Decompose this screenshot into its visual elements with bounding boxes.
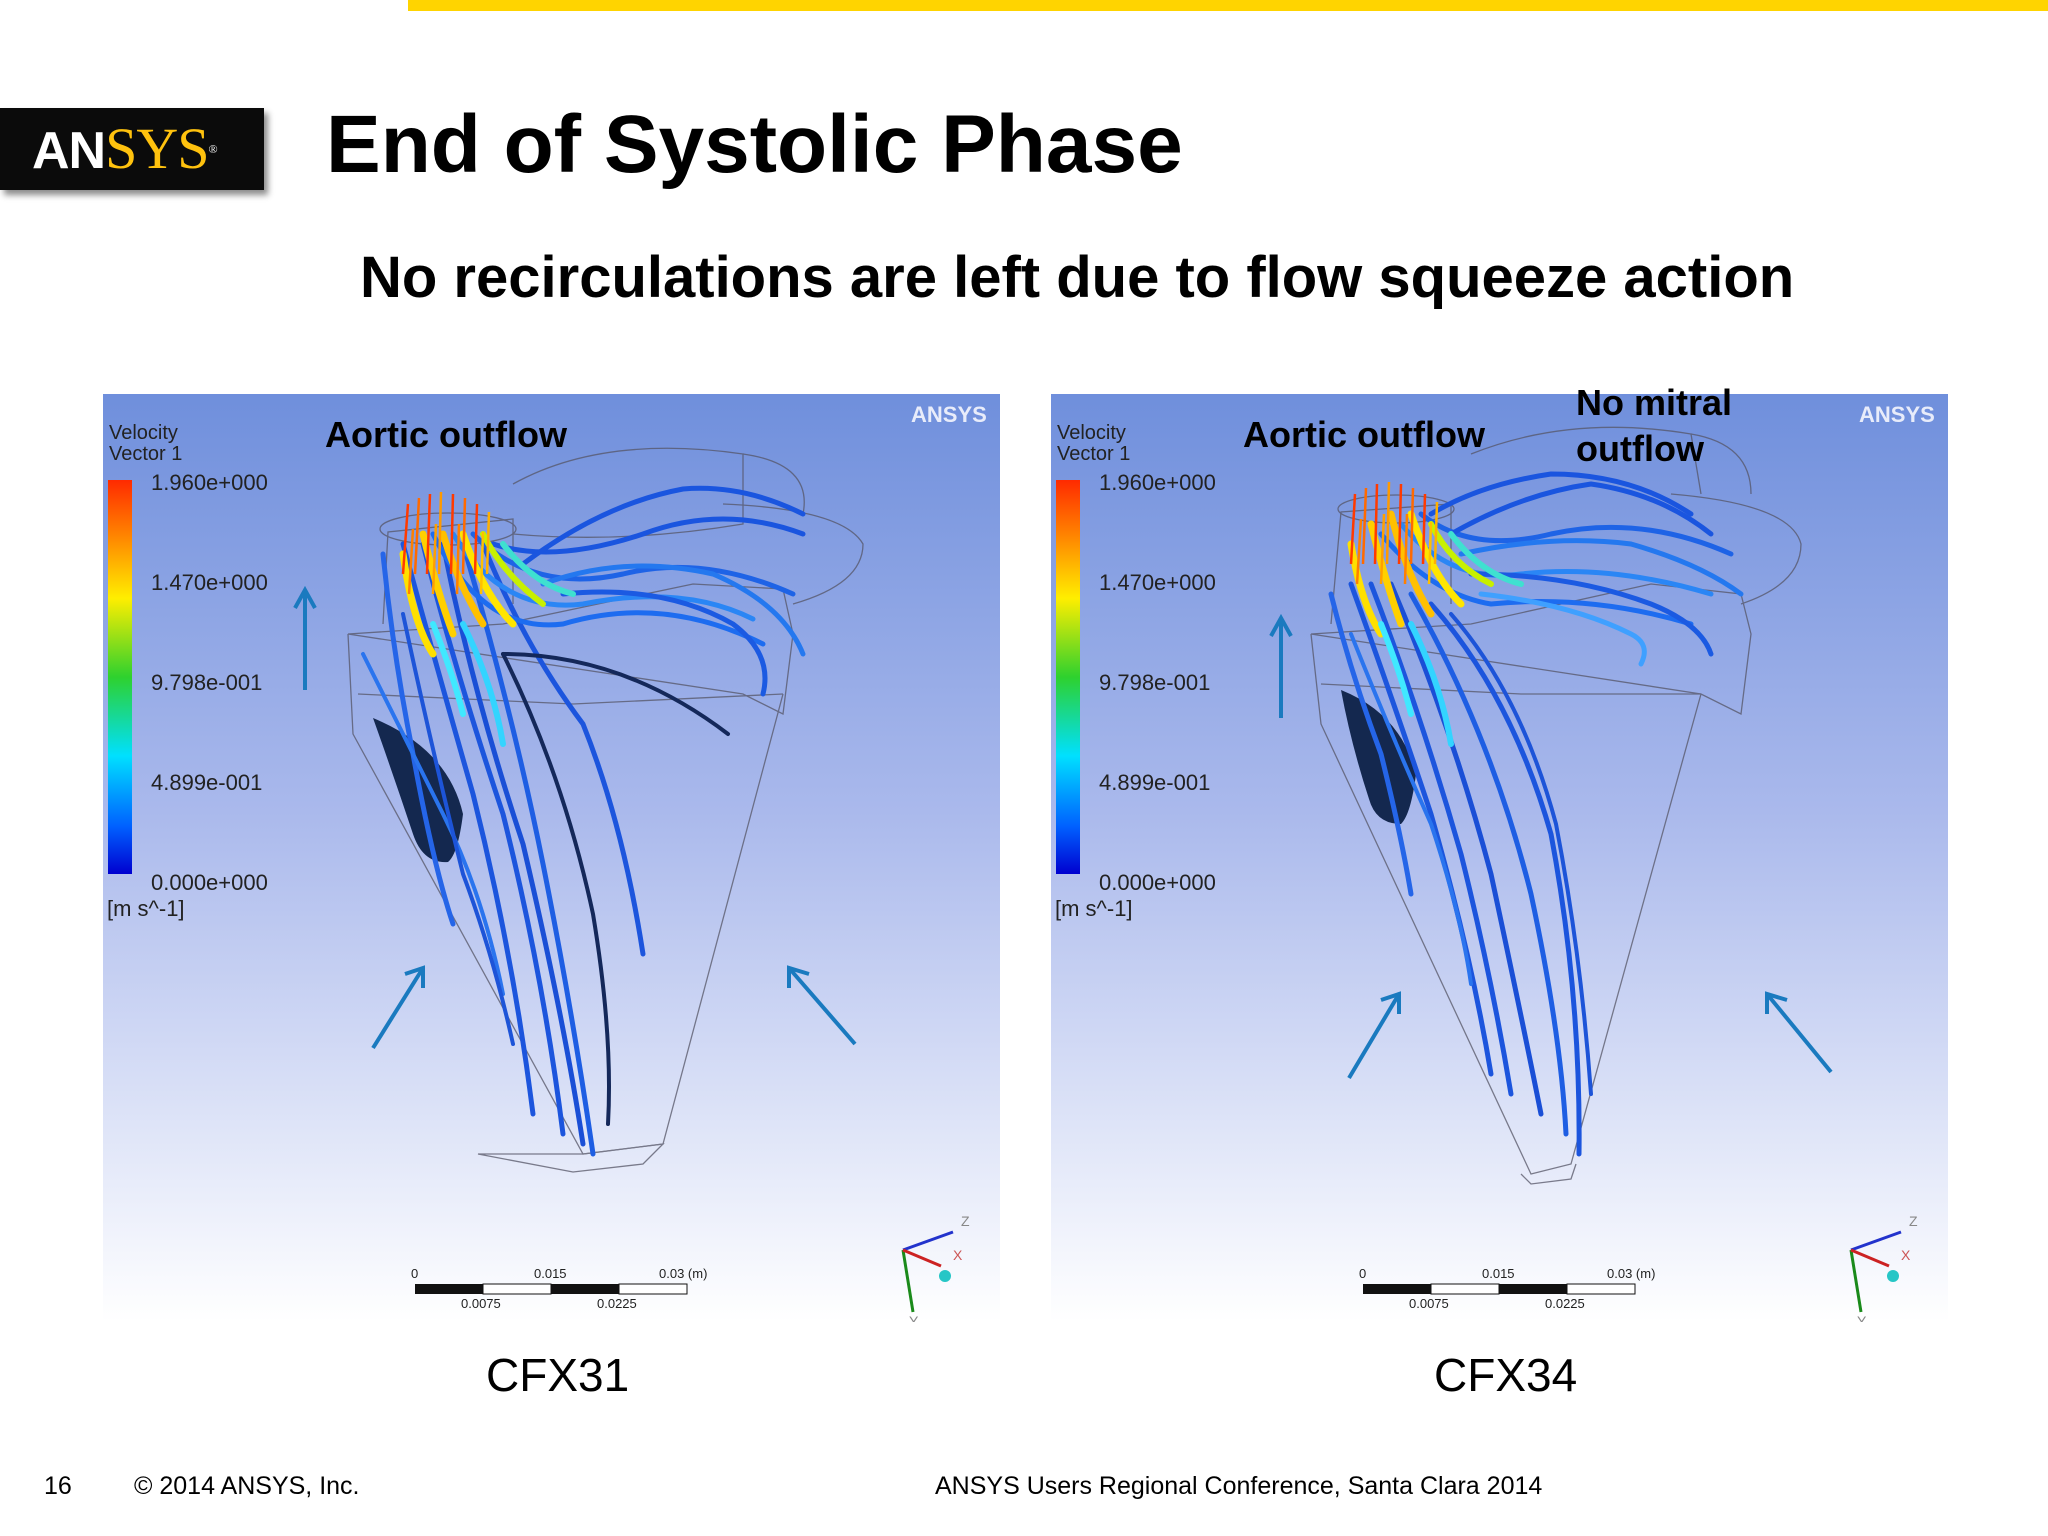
slide-title: End of Systolic Phase xyxy=(326,99,1183,190)
footer-conference: ANSYS Users Regional Conference, Santa C… xyxy=(935,1472,1543,1500)
axis-label-y: Y xyxy=(909,1313,919,1322)
scale-label: 0 xyxy=(411,1266,418,1281)
legend-tick: 1.960e+000 xyxy=(151,470,268,495)
ansys-logo: ANSYS® xyxy=(0,108,264,190)
plot-background xyxy=(1051,394,1948,1322)
velocity-vectors xyxy=(1349,481,1439,585)
streamlines xyxy=(1328,471,1744,1157)
legend-tick: 4.899e-001 xyxy=(1099,770,1210,795)
scale-label: 0.015 xyxy=(534,1266,567,1281)
logo-sys: SYS xyxy=(105,116,209,181)
annotation-no-mitral-outflow: No mitral outflow xyxy=(1576,380,1732,472)
axis-label-z: Z xyxy=(961,1213,970,1229)
axis-triad: Z X Y xyxy=(1849,1213,1918,1322)
legend-unit: [m s^-1] xyxy=(107,896,185,921)
scale-label: 0.0225 xyxy=(597,1296,637,1311)
slide-subtitle: No recirculations are left due to flow s… xyxy=(360,245,1795,310)
ansys-watermark: ANSYS xyxy=(911,402,987,427)
axis-label-x: X xyxy=(1901,1247,1911,1263)
flow-direction-arrows xyxy=(293,585,857,1050)
axis-label-z: Z xyxy=(1909,1213,1918,1229)
legend-tick: 1.470e+000 xyxy=(151,570,268,595)
caption-cfx34: CFX34 xyxy=(1434,1349,1578,1401)
legend-tick: 1.960e+000 xyxy=(1099,470,1216,495)
axis-label-y: Y xyxy=(1857,1313,1867,1322)
legend-colorbar xyxy=(108,480,132,874)
scale-bar: 0 0.015 0.03 (m) 0.0075 0.0225 xyxy=(411,1266,707,1311)
scale-label: 0.0075 xyxy=(461,1296,501,1311)
logo-registered: ® xyxy=(208,142,218,156)
streamlines xyxy=(361,485,806,1157)
simulation-panel-cfx31: Velocity Vector 1 1.960e+000 1.470e+000 … xyxy=(103,394,1000,1322)
scale-bar: 0 0.015 0.03 (m) 0.0075 0.0225 xyxy=(1359,1266,1655,1311)
annotation-mitral-line-2: outflow xyxy=(1576,428,1704,469)
velocity-vectors xyxy=(401,491,491,595)
page-number: 16 xyxy=(44,1472,72,1500)
annotation-mitral-line-1: No mitral xyxy=(1576,382,1733,423)
legend-tick: 4.899e-001 xyxy=(151,770,262,795)
legend-tick: 0.000e+000 xyxy=(151,870,268,895)
footer-copyright: © 2014 ANSYS, Inc. xyxy=(134,1472,360,1500)
flow-direction-arrows xyxy=(1269,613,1833,1080)
legend-tick: 0.000e+000 xyxy=(1099,870,1216,895)
top-accent-bar xyxy=(408,0,2048,11)
caption-cfx31: CFX31 xyxy=(486,1349,630,1401)
plot-background xyxy=(103,394,1000,1322)
scale-label: 0.015 xyxy=(1482,1266,1515,1281)
valve-leaflet xyxy=(1341,690,1416,824)
legend-tick: 9.798e-001 xyxy=(1099,670,1210,695)
scale-label: 0.03 (m) xyxy=(659,1266,707,1281)
scale-label: 0.0225 xyxy=(1545,1296,1585,1311)
legend-subtitle: Vector 1 xyxy=(1057,443,1130,465)
annotation-aortic-outflow: Aortic outflow xyxy=(1243,414,1485,455)
annotation-aortic-outflow: Aortic outflow xyxy=(325,414,567,455)
legend-title: Velocity xyxy=(1057,422,1126,444)
axis-label-x: X xyxy=(953,1247,963,1263)
legend-title: Velocity xyxy=(109,422,178,444)
legend-tick: 1.470e+000 xyxy=(1099,570,1216,595)
legend-colorbar xyxy=(1056,480,1080,874)
scale-label: 0.03 (m) xyxy=(1607,1266,1655,1281)
scale-label: 0 xyxy=(1359,1266,1366,1281)
legend-unit: [m s^-1] xyxy=(1055,896,1133,921)
ventricle-wireframe xyxy=(347,447,864,1173)
legend-subtitle: Vector 1 xyxy=(109,443,182,465)
legend-tick: 9.798e-001 xyxy=(151,670,262,695)
simulation-panel-cfx34: Velocity Vector 1 1.960e+000 1.470e+000 … xyxy=(1051,382,1948,1322)
axis-triad: Z X Y xyxy=(901,1213,970,1322)
ansys-watermark: ANSYS xyxy=(1859,402,1935,427)
scale-label: 0.0075 xyxy=(1409,1296,1449,1311)
logo-an: AN xyxy=(32,122,106,180)
